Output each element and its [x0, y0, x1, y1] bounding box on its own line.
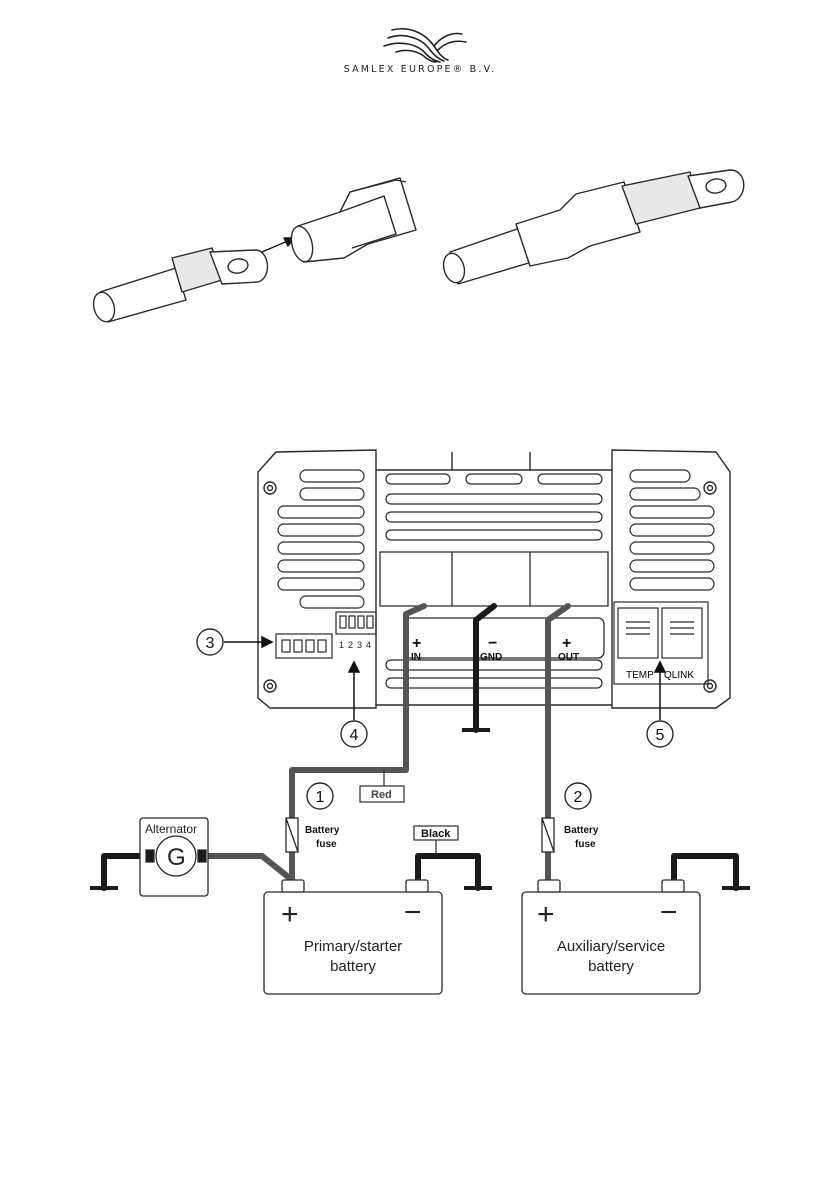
callout-number: 4: [350, 727, 359, 744]
terminal-gnd-sign: −: [488, 635, 497, 652]
primary-plus-sign: +: [281, 898, 299, 931]
terminal-out-label: OUT: [558, 652, 579, 663]
qlink-port-label: QLINK: [664, 670, 694, 681]
callout-number: 5: [656, 727, 665, 744]
callout-number: 3: [206, 635, 215, 652]
terminal-in-sign: +: [412, 635, 421, 652]
aux-minus-sign: −: [660, 896, 678, 929]
black-tag-label: Black: [421, 828, 451, 840]
fuse-label: Battery: [305, 825, 340, 836]
terminal-gnd-label: GND: [480, 652, 502, 663]
insert-arrow: [262, 238, 294, 252]
fuse-label: fuse: [575, 839, 596, 850]
primary-minus-sign: −: [404, 896, 422, 929]
callout-number: 1: [316, 789, 325, 806]
aux-plus-sign: +: [537, 898, 555, 931]
assembled-lug-right: [440, 170, 744, 285]
alternator-label: Alternator: [145, 822, 197, 836]
callout-number: 2: [574, 789, 583, 806]
terminal-out-sign: +: [562, 635, 571, 652]
alternator-ground: [104, 856, 140, 888]
temp-port-label: TEMP: [626, 670, 654, 681]
dip-number: 4: [366, 640, 371, 650]
fuse-label: Battery: [564, 825, 599, 836]
dip-number: 1: [339, 640, 344, 650]
terminal-in-label: IN: [411, 652, 421, 663]
generator-symbol: G: [167, 844, 186, 871]
red-tag-label: Red: [371, 789, 392, 801]
primary-battery-label: battery: [330, 958, 376, 975]
cable-with-lug-left: [90, 248, 267, 324]
alternator-cable: [206, 856, 292, 880]
aux-battery-label: Auxiliary/service: [557, 938, 665, 955]
aux-battery-label: battery: [588, 958, 634, 975]
terminal-boot-left: [288, 178, 416, 264]
fuse-label: fuse: [316, 839, 337, 850]
primary-battery-label: Primary/starter: [304, 938, 402, 955]
wiring-diagram: 1 2 3 4 TEMP QLINK + IN − GND + OUT: [0, 420, 840, 1020]
lug-boot-illustration: [0, 0, 840, 340]
dip-number: 3: [357, 640, 362, 650]
dip-number: 2: [348, 640, 353, 650]
